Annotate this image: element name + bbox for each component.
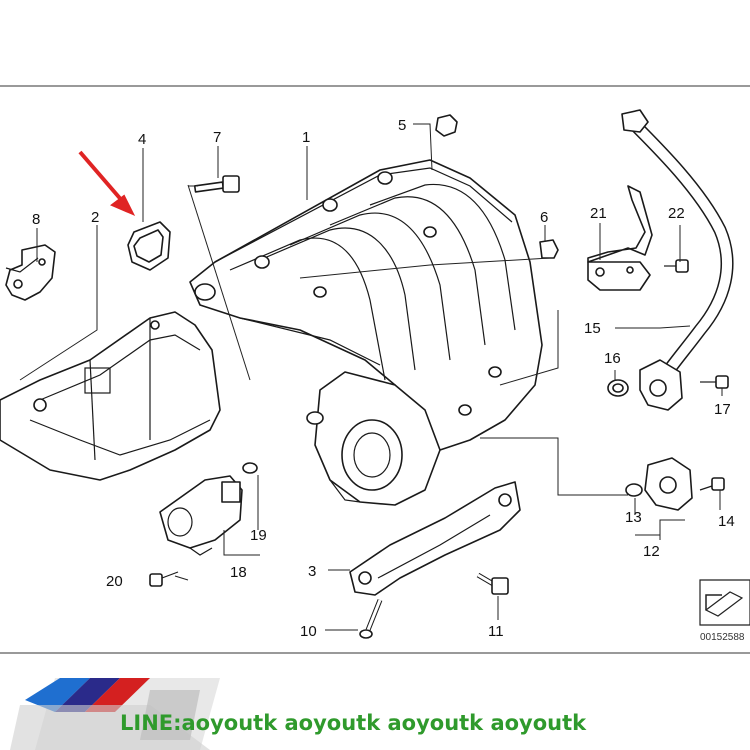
cover-bracket <box>0 311 221 481</box>
screw-10 <box>359 599 383 639</box>
callout-19: 19 <box>250 527 267 544</box>
callout-3: 3 <box>308 563 316 580</box>
nut-5 <box>435 114 458 137</box>
sensor-12 <box>644 457 693 511</box>
callout-13: 13 <box>625 509 642 526</box>
o-ring-13 <box>625 483 643 497</box>
watermark-logo <box>0 678 700 750</box>
highlight-arrow-icon <box>78 150 136 216</box>
callout-8: 8 <box>32 211 40 228</box>
callout-1: 1 <box>302 129 310 146</box>
diagram-code: 00152588 <box>700 632 745 643</box>
small-bracket <box>5 244 56 301</box>
callout-12: 12 <box>643 543 660 560</box>
screw-17 <box>700 375 729 389</box>
view-indicator-icon <box>699 579 750 626</box>
leader-lines <box>19 123 723 631</box>
callout-22: 22 <box>668 205 685 222</box>
watermark-text: LINE:aoyoutk aoyoutk aoyoutk aoyoutk <box>120 711 587 735</box>
intake-manifold <box>189 159 543 451</box>
callout-14: 14 <box>718 513 735 530</box>
callout-labels: 1 2 3 4 5 6 7 8 10 11 12 13 14 15 16 17 … <box>32 117 735 640</box>
actuator-18 <box>159 475 243 556</box>
callout-17: 17 <box>714 401 731 418</box>
callout-7: 7 <box>213 129 221 146</box>
nut-6 <box>539 239 559 259</box>
callout-15: 15 <box>584 320 601 337</box>
callout-16: 16 <box>604 350 621 367</box>
o-ring-19 <box>242 462 258 474</box>
bolt-20 <box>149 571 179 587</box>
bolt-7 <box>193 175 240 193</box>
callout-2: 2 <box>91 209 99 226</box>
callout-18: 18 <box>230 564 247 581</box>
screw-14 <box>699 477 725 491</box>
gasket <box>127 221 171 271</box>
bolt-11 <box>476 572 509 595</box>
callout-5: 5 <box>398 117 406 134</box>
throttle-assembly <box>306 371 441 506</box>
vent-hose <box>621 109 734 387</box>
valve-housing <box>639 359 683 411</box>
bracket-21 <box>587 185 653 291</box>
callout-21: 21 <box>590 205 607 222</box>
callout-10: 10 <box>300 623 317 640</box>
callout-4: 4 <box>138 131 146 148</box>
o-ring-16 <box>607 379 629 397</box>
callout-20: 20 <box>106 573 123 590</box>
bracket-3 <box>349 481 521 596</box>
callout-11: 11 <box>488 623 504 640</box>
bolt-22 <box>664 259 689 273</box>
callout-6: 6 <box>540 209 548 226</box>
